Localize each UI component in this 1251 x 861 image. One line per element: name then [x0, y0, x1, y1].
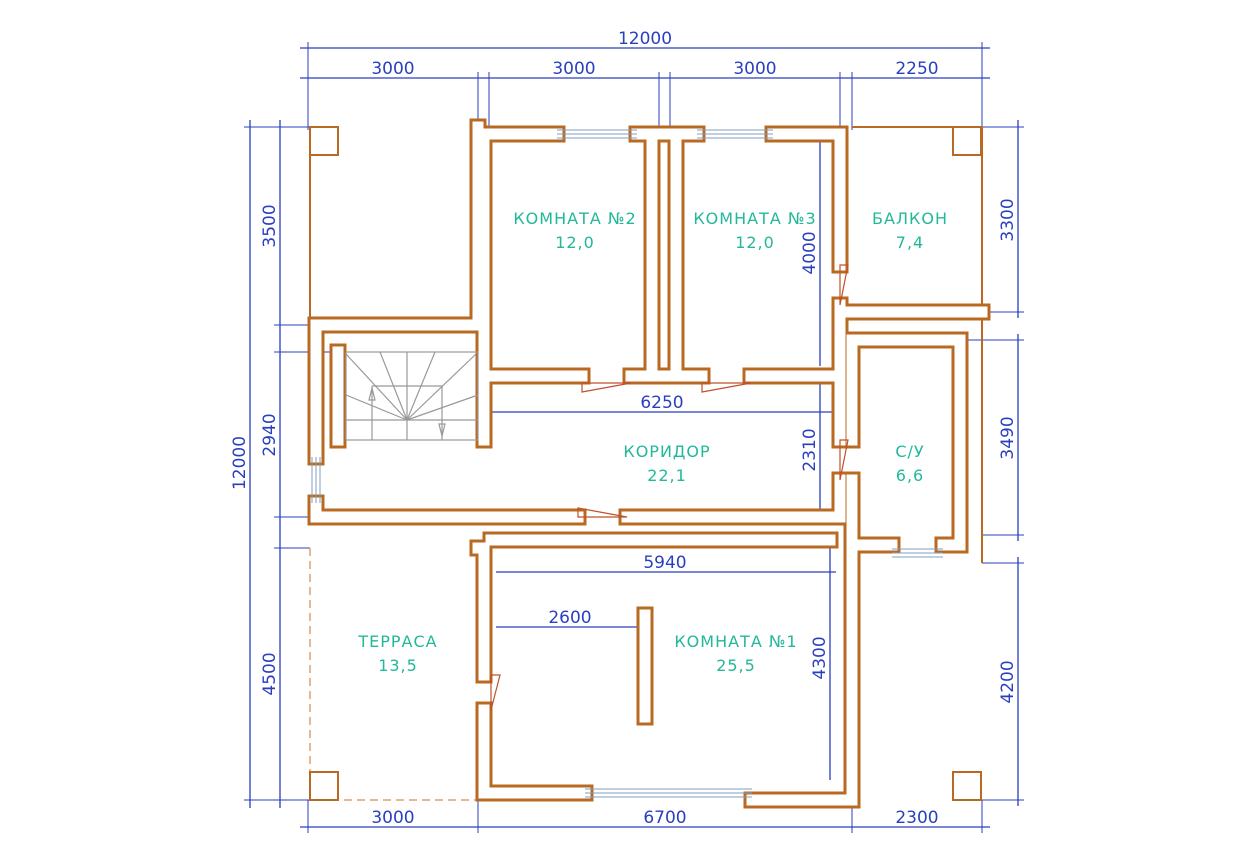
dim-bottom-1: 3000 — [371, 808, 414, 828]
dim-top-4: 2250 — [895, 59, 938, 79]
pillar — [309, 771, 339, 801]
dim-right-2: 3490 — [998, 416, 1018, 459]
room-name: КОМНАТА №2 — [513, 209, 636, 228]
dim-bottom-2: 6700 — [643, 808, 686, 828]
room-name: КОРИДОР — [623, 442, 710, 461]
room-area: 12,0 — [555, 233, 595, 252]
dim-top-3: 3000 — [733, 59, 776, 79]
dim-top-total: 12000 — [618, 29, 672, 49]
dim-left-1: 3500 — [260, 204, 280, 247]
doors — [490, 264, 849, 711]
dim-partition-offset: 2600 — [548, 608, 591, 628]
pillar — [952, 771, 982, 801]
room-labels: КОМНАТА №2 12,0 КОМНАТА №3 12,0 БАЛКОН 7… — [357, 209, 948, 675]
pillar — [952, 126, 982, 156]
dim-left-3: 4500 — [260, 652, 280, 695]
staircase — [345, 351, 479, 441]
room-area: 22,1 — [647, 466, 687, 485]
room-name: КОМНАТА №3 — [693, 209, 816, 228]
room-area: 7,4 — [896, 233, 924, 252]
room-name: ТЕРРАСА — [357, 632, 437, 651]
room-area: 6,6 — [896, 466, 924, 485]
dimension-texts: 12000 3000 3000 3000 2250 12000 3500 294… — [230, 29, 1018, 828]
room-name: С/У — [895, 442, 924, 461]
dimension-lines — [244, 42, 1024, 833]
walls — [307, 118, 991, 809]
dim-top-1: 3000 — [371, 59, 414, 79]
dim-corridor-height: 2310 — [800, 428, 820, 471]
room-area: 25,5 — [716, 656, 756, 675]
dim-bottom-3: 2300 — [895, 808, 938, 828]
dim-right-1: 3300 — [998, 198, 1018, 241]
room-name: БАЛКОН — [872, 209, 948, 228]
dim-room1-width: 5940 — [643, 553, 686, 573]
dim-left-total: 12000 — [230, 436, 250, 490]
dim-corridor-width: 6250 — [640, 393, 683, 413]
dim-room3-height: 4000 — [800, 231, 820, 274]
dim-left-2: 2940 — [260, 413, 280, 456]
pillar — [309, 126, 339, 156]
dim-room1-height: 4300 — [810, 636, 830, 679]
room-name: КОМНАТА №1 — [674, 632, 797, 651]
room-area: 13,5 — [378, 656, 418, 675]
dim-right-3: 4200 — [998, 660, 1018, 703]
windows — [311, 129, 943, 798]
room-area: 12,0 — [735, 233, 775, 252]
dim-top-2: 3000 — [552, 59, 595, 79]
